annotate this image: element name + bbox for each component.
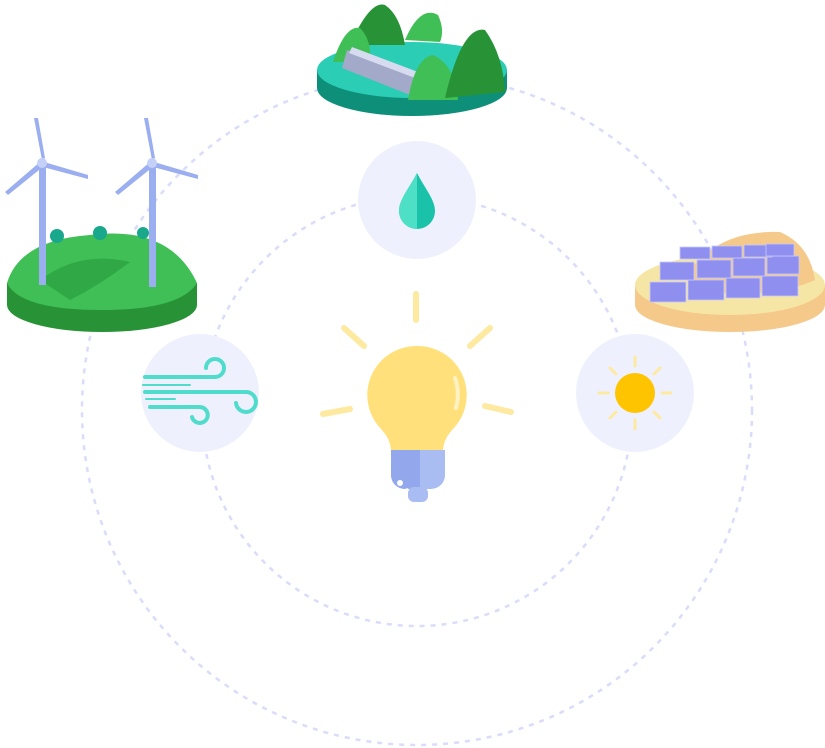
water-node xyxy=(358,141,476,259)
wind-turbine xyxy=(115,118,198,287)
wind-node xyxy=(141,334,259,452)
wind-farm-island xyxy=(5,118,198,332)
hydro-dam-island xyxy=(317,4,507,116)
bulb-rays xyxy=(320,291,514,417)
wind-turbine xyxy=(5,118,88,285)
light-bulb-icon xyxy=(320,291,514,502)
wind-icon xyxy=(142,357,258,425)
solar-panels xyxy=(649,243,800,303)
outer-orbit xyxy=(80,73,754,747)
sun-node xyxy=(576,334,694,452)
solar-farm-island xyxy=(635,231,825,332)
sun-icon xyxy=(597,355,673,431)
water-drop-icon xyxy=(399,173,435,229)
